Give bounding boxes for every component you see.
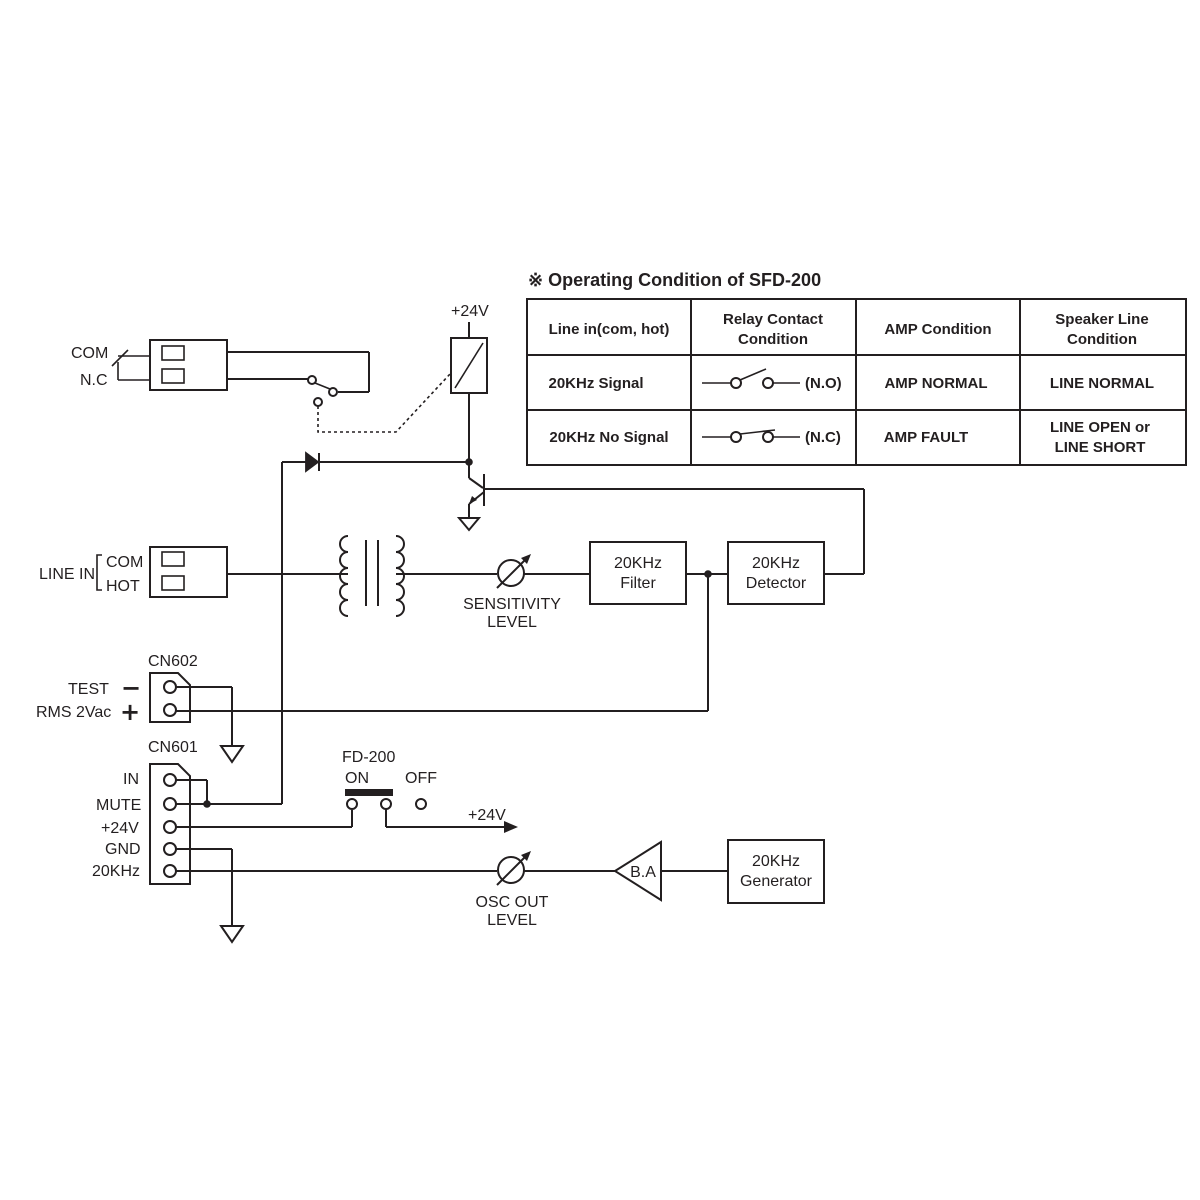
row2-speaker-2: LINE SHORT: [1055, 439, 1146, 456]
ground-symbol: [456, 517, 482, 532]
cn601-label: CN601: [148, 739, 198, 756]
row2-line-in: 20KHz No Signal: [549, 429, 668, 446]
switch-contact: [313, 397, 323, 407]
terminal-slot: [161, 368, 185, 384]
filter-label-2: Filter: [620, 575, 656, 592]
connector-body: [149, 672, 191, 723]
header-relay-2: Condition: [738, 331, 808, 348]
oscillator-path: OSC OUT LEVEL B.A 20KHz Generator: [476, 839, 825, 929]
row2-speaker-1: LINE OPEN or: [1050, 419, 1150, 436]
header-amp: AMP Condition: [884, 321, 991, 338]
pin-20khz-label: 20KHz: [92, 863, 140, 880]
row2-amp: AMP FAULT: [884, 429, 968, 446]
connector-body: [149, 763, 191, 885]
filter-label-1: 20KHz: [614, 555, 662, 572]
relay-link-dashed: [317, 373, 451, 433]
detector-label-2: Detector: [746, 575, 807, 592]
terminal-slot: [161, 575, 185, 591]
pin-in-label: IN: [123, 771, 139, 788]
pin-mute-label: MUTE: [96, 797, 141, 814]
pin: [163, 680, 177, 694]
sensitivity-label-1: SENSITIVITY: [463, 596, 561, 613]
relay-output-terminal: COM N.C: [71, 339, 451, 433]
row2-relay: (N.C): [805, 429, 841, 446]
filter-block: [589, 541, 687, 605]
transistor-symbol: [456, 462, 865, 574]
test-label: TEST: [68, 681, 109, 698]
pin: [163, 864, 177, 878]
rms-label: RMS 2Vac: [36, 704, 111, 721]
osc-label-1: OSC OUT: [476, 894, 549, 911]
line-hot-label: HOT: [106, 578, 140, 595]
terminal-slot: [161, 551, 185, 567]
row1-line-in: 20KHz Signal: [548, 375, 643, 392]
terminal-block: [149, 339, 228, 391]
fd200-switch: FD-200 ON OFF +24V: [342, 749, 518, 833]
switch-contact: [346, 798, 358, 810]
com-label: COM: [71, 345, 108, 362]
line-in-label: LINE IN: [39, 566, 95, 583]
v24-out-label: +24V: [468, 807, 506, 824]
header-relay-1: Relay Contact: [723, 311, 823, 328]
diode-symbol: [305, 451, 320, 473]
generator-block: [727, 839, 825, 904]
fd200-label: FD-200: [342, 749, 395, 766]
row1-speaker: LINE NORMAL: [1050, 375, 1154, 392]
cn601-connector: CN601 IN MUTE +24V GND 20KHz: [92, 739, 497, 944]
table-title: ※ Operating Condition of SFD-200: [528, 270, 821, 290]
header-line-in: Line in(com, hot): [549, 321, 670, 338]
ground-symbol: [219, 925, 245, 944]
row1-amp: AMP NORMAL: [884, 375, 987, 392]
operating-condition-table: ※ Operating Condition of SFD-200 Line in…: [526, 270, 1187, 466]
line-in-path: LINE IN COM HOT SENSITIVITY LEVEL 20KHz …: [39, 535, 864, 711]
sensitivity-potentiometer: [496, 554, 531, 589]
header-speaker-1: Speaker Line: [1055, 311, 1148, 328]
minus-sign: −: [121, 674, 141, 702]
arrow-icon: [504, 821, 518, 833]
switch-contact: [380, 798, 392, 810]
junction-dot: [203, 800, 211, 808]
switch-contact: [307, 375, 317, 385]
row1-relay: (N.O): [805, 375, 842, 392]
pin: [163, 797, 177, 811]
ground-symbol: [219, 745, 245, 764]
pin-24v-label: +24V: [101, 820, 139, 837]
osc-potentiometer: [496, 851, 531, 886]
transformer-symbol: [339, 535, 405, 617]
plus-sign: +: [120, 698, 140, 726]
detector-block: [727, 541, 825, 605]
nc-label: N.C: [80, 372, 108, 389]
pin: [163, 773, 177, 787]
cn602-label: CN602: [148, 653, 198, 670]
sensitivity-label-2: LEVEL: [487, 614, 537, 631]
line-in-terminal: [149, 546, 228, 598]
osc-label-2: LEVEL: [487, 912, 537, 929]
detector-label-1: 20KHz: [752, 555, 800, 572]
pin: [163, 703, 177, 717]
cn602-connector: CN602 TEST RMS 2Vac − +: [36, 653, 708, 764]
relay-coil-circuit: +24V: [281, 303, 865, 804]
relay-no-symbol: [702, 368, 800, 389]
ba-label: B.A: [630, 864, 656, 881]
v24-top-label: +24V: [451, 303, 489, 320]
pin-gnd-label: GND: [105, 841, 141, 858]
off-label: OFF: [405, 770, 437, 787]
generator-label-2: Generator: [740, 873, 813, 890]
relay-nc-symbol: [702, 429, 800, 443]
generator-label-1: 20KHz: [752, 853, 800, 870]
switch-bar: [345, 789, 393, 796]
pin: [163, 842, 177, 856]
switch-contact: [415, 798, 427, 810]
terminal-slot: [161, 345, 185, 361]
header-speaker-2: Condition: [1067, 331, 1137, 348]
switch-contact: [328, 387, 338, 397]
pin: [163, 820, 177, 834]
bracket: [96, 554, 102, 591]
line-com-label: COM: [106, 554, 143, 571]
on-label: ON: [345, 770, 369, 787]
